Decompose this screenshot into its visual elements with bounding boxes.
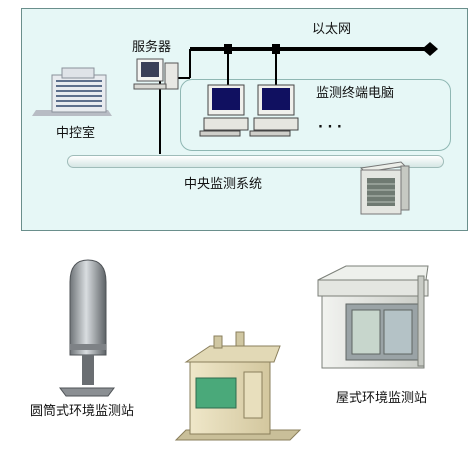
house-station-icon xyxy=(317,265,429,369)
ethernet-label: 以太网 xyxy=(312,22,352,37)
terminal-computer-icon-2 xyxy=(249,84,299,137)
more-terminals-ellipsis: · · · xyxy=(318,120,342,135)
central-monitoring-cabinet-icon xyxy=(359,161,410,215)
small-shelter-station-icon xyxy=(174,331,302,441)
control-room-label: 中控室 xyxy=(56,126,96,141)
control-room-building-icon xyxy=(32,67,112,116)
server-computer-icon xyxy=(133,58,179,90)
central-system-label: 中央监测系统 xyxy=(184,177,263,192)
ethernet-tap-2 xyxy=(272,44,280,54)
cylinder-station-label: 圆筒式环境监测站 xyxy=(30,404,135,419)
terminal-computers-label: 监测终端电脑 xyxy=(316,86,395,101)
terminal-group-box xyxy=(180,79,451,151)
terminal-computer-icon-1 xyxy=(199,84,249,137)
ethernet-tap-1 xyxy=(224,44,232,54)
house-station-label: 屋式环境监测站 xyxy=(336,391,428,406)
cylinder-station-icon xyxy=(59,259,115,397)
central-system-bar xyxy=(67,155,444,168)
server-label: 服务器 xyxy=(132,40,172,55)
